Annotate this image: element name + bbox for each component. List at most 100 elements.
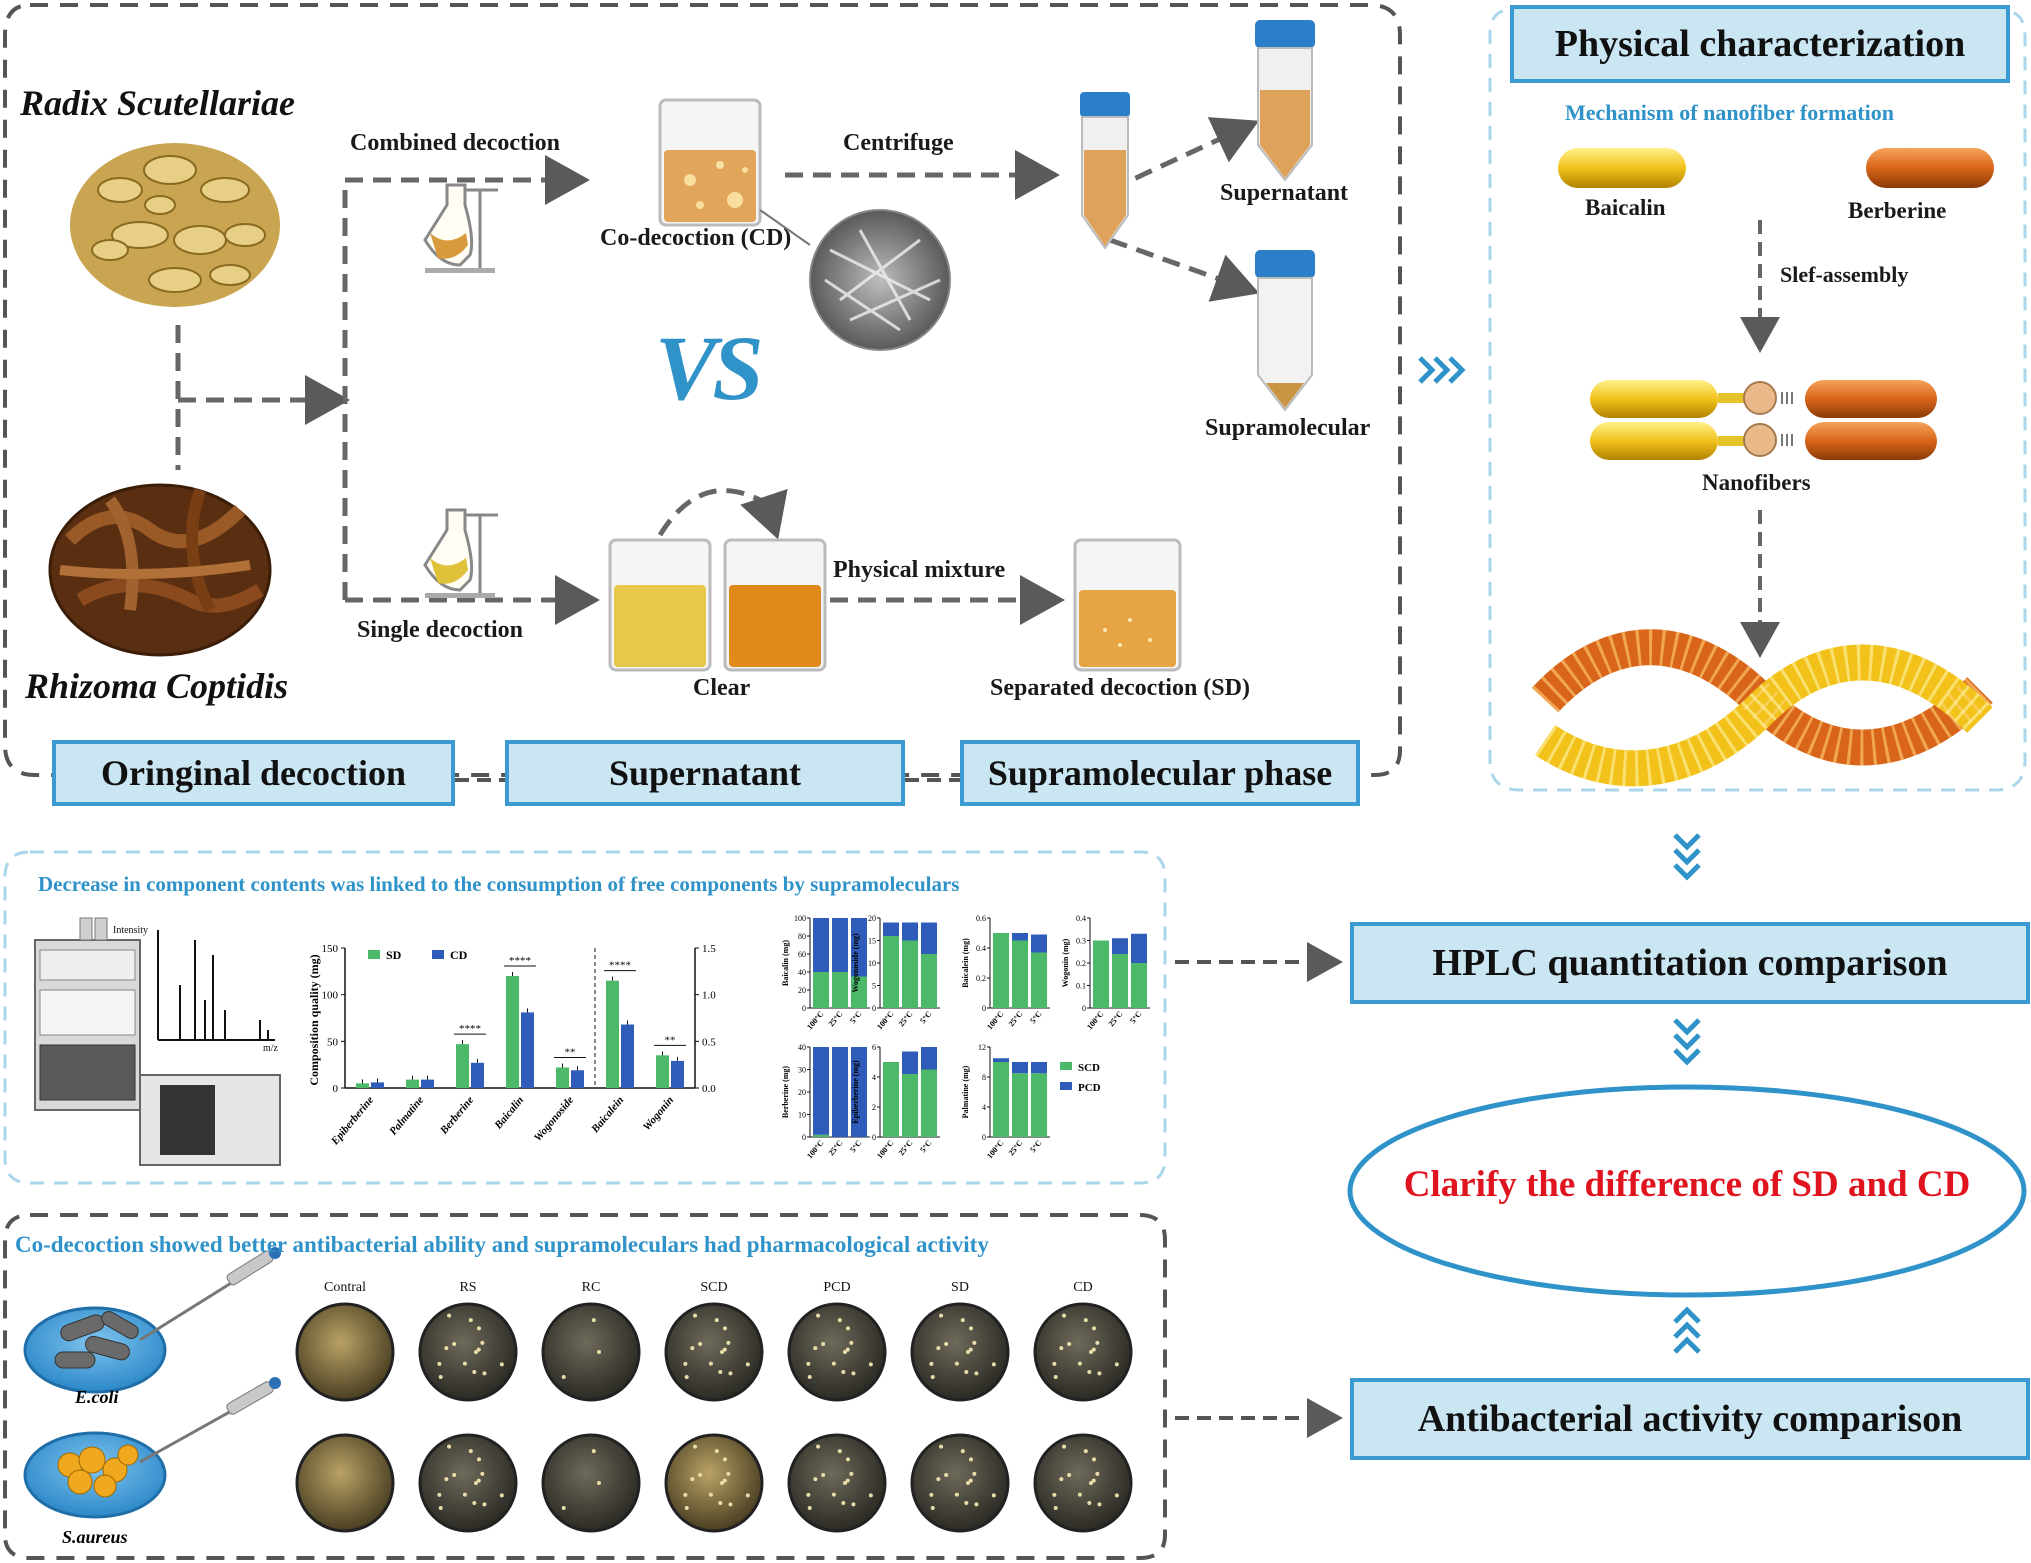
bar-scd: [1112, 954, 1128, 1008]
bar-pcd: [851, 1047, 867, 1137]
chevron-up-icon: [1673, 1306, 1701, 1354]
chart-ylabel: Composition quality (mg): [307, 954, 321, 1085]
flask-icon-2: [423, 508, 498, 598]
clear-beaker-berberine: [723, 538, 827, 672]
bar-cd-baicalein: [621, 1024, 634, 1088]
tick-label: 12: [978, 1043, 986, 1052]
significance-marker: **: [665, 1034, 676, 1046]
tick-label: 0: [802, 1133, 806, 1142]
berberine-label: Berberine: [1848, 198, 1947, 223]
supernatant-box: Supernatant: [505, 740, 905, 806]
tick-label: 0: [872, 1133, 876, 1142]
temp-label: 5°C: [1028, 1138, 1043, 1154]
chevron-down-icon-1: [1673, 833, 1701, 881]
temp-label: 100°C: [875, 1138, 896, 1160]
middle-panel-caption: Decrease in component contents was linke…: [38, 872, 960, 896]
agar-plates: [295, 1302, 1133, 1533]
tick-label: 0: [872, 1004, 876, 1013]
tick-label: 100: [794, 914, 806, 923]
co-decoction-beaker: [658, 98, 762, 227]
plate-column-label: CD: [1073, 1280, 1093, 1295]
tick-label: 0: [802, 1004, 806, 1013]
agar-plate: [664, 1433, 764, 1533]
bar-pcd: [851, 918, 867, 977]
vs-label: VS: [655, 317, 764, 419]
bar-pcd: [832, 918, 848, 972]
rhizoma-coptidis-image: [48, 483, 272, 657]
tick-label: 20: [868, 914, 876, 923]
bar-scd: [902, 940, 918, 1008]
bar-scd: [993, 933, 1009, 1008]
left-tick-label: 0: [333, 1083, 339, 1095]
bottom-panel-frame: [3, 1213, 1167, 1560]
right-panel-frame: [1488, 8, 2027, 792]
saureus-label: S.aureus: [62, 1527, 128, 1547]
nanofiber-helix: [1531, 629, 1993, 787]
bar-pcd: [1112, 938, 1128, 954]
bar-scd: [993, 1062, 1009, 1137]
plate-column-label: RS: [459, 1280, 477, 1295]
temp-label: 100°C: [1085, 1009, 1106, 1031]
temp-label: 100°C: [985, 1138, 1006, 1160]
tick-label: 0.1: [1076, 982, 1086, 991]
significance-marker: **: [565, 1046, 576, 1058]
centrifuge-tube-supernatant: [1255, 20, 1315, 182]
right-tick-label: 0.0: [702, 1083, 716, 1095]
tick-label: 5: [872, 982, 876, 991]
bar-scd: [1093, 940, 1109, 1008]
bar-pcd: [1012, 1062, 1028, 1074]
legend-label-cd: CD: [450, 948, 468, 962]
temp-label: 25°C: [827, 1009, 845, 1028]
chevron-right-icon: [1418, 356, 1466, 384]
right-tick-label: 1.5: [702, 943, 716, 955]
tick-label: 8: [982, 1073, 986, 1082]
plate-column-label: Contral: [324, 1280, 366, 1295]
clarify-text: Clarify the difference of SD and CD: [1403, 1164, 1971, 1205]
centrifuge-tube-main: [1080, 92, 1130, 250]
tick-label: 4: [982, 1103, 986, 1112]
mechanism-subtitle: Mechanism of nanofiber formation: [1565, 100, 1894, 125]
agar-plate: [541, 1433, 641, 1533]
left-tick-label: 100: [322, 990, 339, 1002]
bar-pcd: [813, 918, 829, 972]
legend-swatch-sd: [368, 950, 380, 959]
bar-pcd: [993, 1058, 1009, 1062]
flask-icon-1: [423, 183, 498, 273]
tick-label: 0: [982, 1133, 986, 1142]
temp-label: 100°C: [985, 1009, 1006, 1031]
tick-label: 0.4: [1076, 914, 1086, 923]
panel-ylabel: Baicalein (mg): [961, 938, 970, 988]
bar-pcd: [921, 922, 937, 954]
baicalin-capsule: [1558, 148, 1686, 188]
tick-label: 40: [798, 968, 806, 977]
legend-swatch-cd: [432, 950, 444, 959]
antibacterial-comparison-box: Antibacterial activity comparison: [1350, 1378, 2030, 1460]
bar-sd-wogonin: [656, 1055, 669, 1088]
legend-label-sd: SD: [386, 948, 402, 962]
separated-decoction-beaker: [1073, 538, 1182, 672]
bar-pcd: [1031, 934, 1047, 953]
category-label: Epiberberine: [328, 1094, 376, 1148]
bar-sd-palmatine: [406, 1079, 419, 1088]
right-tick-label: 0.5: [702, 1036, 716, 1048]
agar-plate: [418, 1302, 518, 1402]
spectrum-ylabel: Intensity: [113, 925, 148, 936]
panel-ylabel: Wogonoside (mg): [851, 933, 860, 993]
agar-plate: [295, 1302, 395, 1402]
panel-ylabel: Palmatine (mg): [961, 1065, 970, 1118]
legend-label-pcd: PCD: [1078, 1082, 1101, 1094]
bar-scd: [883, 936, 899, 1008]
tick-label: 0.2: [976, 974, 986, 983]
supramolecular-phase-box: Supramolecular phase: [960, 740, 1360, 806]
supernatant-tube-label: Supernatant: [1220, 180, 1349, 206]
hplc-comparison-box: HPLC quantitation comparison: [1350, 922, 2030, 1004]
tick-label: 0.3: [1076, 937, 1086, 946]
temp-label: 5°C: [848, 1138, 863, 1154]
agar-plate: [910, 1302, 1010, 1402]
bar-pcd: [921, 1047, 937, 1070]
bar-sd-baicalin: [506, 976, 519, 1088]
agar-plate: [418, 1433, 518, 1533]
